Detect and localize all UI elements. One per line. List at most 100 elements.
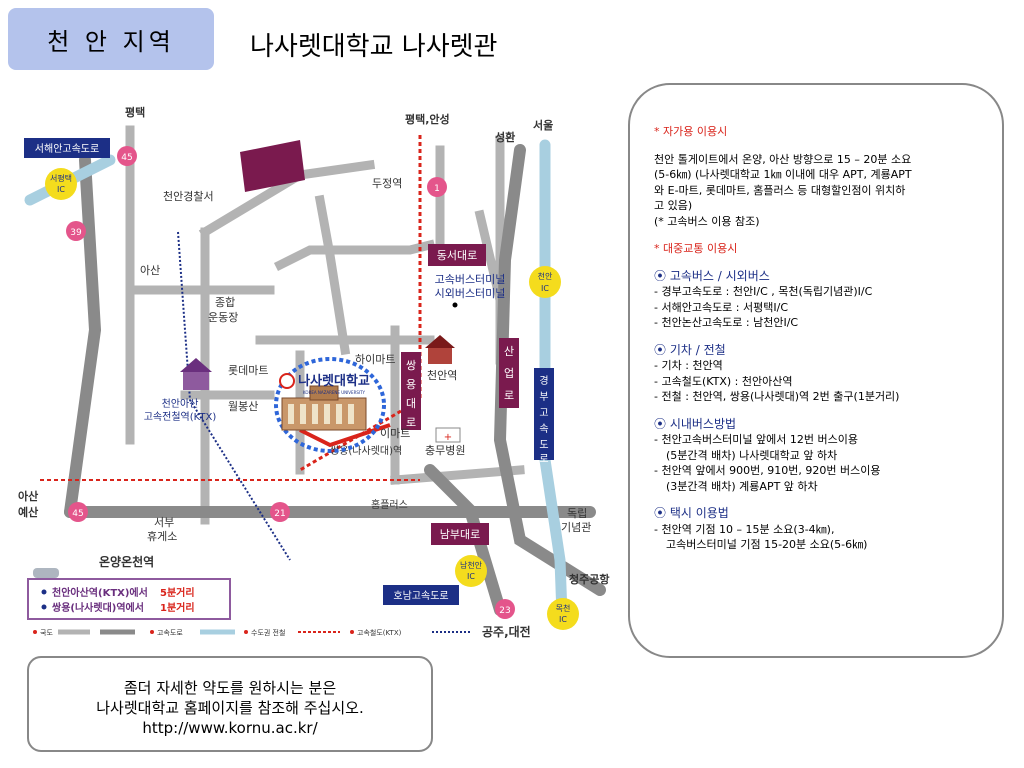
svg-text:대: 대 <box>406 397 416 410</box>
road-homeplus <box>390 465 525 485</box>
label-seobu-2: 휴게소 <box>147 530 177 543</box>
label-cheonan-station: 천안역 <box>427 368 457 382</box>
label-himart: 하이마트 <box>355 352 395 366</box>
svg-text:23: 23 <box>499 606 510 616</box>
svg-text:남천안: 남천안 <box>460 560 483 570</box>
maroon-landmark-block <box>240 140 305 192</box>
car-line: 고 있음) <box>654 199 693 212</box>
svg-text:동서대로: 동서대로 <box>437 249 477 262</box>
svg-text:서평택: 서평택 <box>50 173 72 183</box>
highway-national-23 <box>424 464 506 616</box>
svg-text:45: 45 <box>121 153 132 163</box>
road-dongseo-west <box>273 239 436 272</box>
label-dongnip-1: 독립 <box>567 507 587 520</box>
svg-text:21: 21 <box>274 509 285 519</box>
highway-national-1 <box>493 144 606 596</box>
citybus-line: - 천안고속버스터미널 앞에서 12번 버스이용 <box>654 433 858 446</box>
svg-text:남부대로: 남부대로 <box>440 528 480 541</box>
label-seonghwan: 성환 <box>495 130 515 144</box>
svg-text:국도: 국도 <box>40 629 53 637</box>
note-line-2: 나사렛대학교 홈페이지를 참조해 주십시오. <box>96 699 364 717</box>
legend-line2-time: 1분거리 <box>160 601 195 614</box>
bus-line: - 경부고속도로 : 천안I/C , 목천(독립기념관)I/C <box>654 285 873 298</box>
taxi-line: - 천안역 기점 10 – 15분 소요(3-4㎞), <box>654 522 835 536</box>
travel-time-legend-box <box>27 578 231 620</box>
terminal-label-2: 시외버스터미널 <box>435 287 506 300</box>
university-building-icon <box>281 385 367 431</box>
svg-text:경: 경 <box>539 374 548 387</box>
route-1-marker: 1 <box>427 177 447 197</box>
label-police: 천안경찰서 <box>163 189 214 203</box>
svg-text:업: 업 <box>504 367 514 380</box>
train-section-title: ⦿ 기차 / 전철 <box>654 342 726 357</box>
svg-text:로: 로 <box>504 389 514 402</box>
university-name-label: 나사렛대학교 <box>298 373 370 389</box>
label-lottemart: 롯데마트 <box>228 364 268 377</box>
legend-train-icon <box>33 568 59 578</box>
svg-text:부: 부 <box>539 392 548 403</box>
label-ssangyong-station: 쌍용(나사렛대)역 <box>330 445 402 457</box>
gyeongbu-expressway-label: 경 부 고 속 도 로 <box>534 368 554 465</box>
svg-text:쌍: 쌍 <box>406 359 416 372</box>
sanup-road-label: 산 업 로 <box>499 338 519 408</box>
label-seobu-1: 서부 <box>154 516 174 529</box>
svg-text:로: 로 <box>539 454 548 465</box>
homepage-link[interactable]: http://www.kornu.ac.kr/ <box>142 719 318 737</box>
page-title: 나사렛대학교 나사렛관 <box>250 32 498 62</box>
route-39-marker: 39 <box>66 221 86 241</box>
svg-text:용: 용 <box>406 378 416 391</box>
citybus-section-title: ⦿ 시내버스방법 <box>654 416 737 431</box>
route-45-marker: 45 <box>117 146 137 166</box>
ktx-station-icon <box>180 358 212 390</box>
label-yesan: 예산 <box>18 505 38 519</box>
route-23-marker: 23 <box>495 599 515 619</box>
citybus-line: (3분간격 배차) 계룡APT 앞 하차 <box>666 479 818 493</box>
legend-line2-station: 쌍용(나사렛대)역에서 <box>52 601 144 614</box>
car-line: 와 E-마트, 롯데마트, 홈플러스 등 대형할인점이 위치하 <box>654 183 906 197</box>
honam-expressway-label: 호남고속도로 <box>383 585 459 605</box>
taxi-line: 고속버스터미널 기점 15-20분 소요(5-6㎞) <box>666 538 868 551</box>
svg-text:고: 고 <box>539 408 548 419</box>
highway-national-39 <box>64 154 102 518</box>
ktx-line <box>177 231 291 561</box>
public-section-title: * 대중교통 이용시 <box>654 242 738 255</box>
nambu-road-label: 남부대로 <box>431 523 489 545</box>
hospital-icon: + <box>435 427 461 443</box>
dongseo-road-label: 동서대로 <box>428 244 486 266</box>
gyeongbu-expressway-line <box>539 139 568 621</box>
car-line: (* 고속버스 이용 참조) <box>654 214 760 228</box>
directions-panel <box>628 83 1004 658</box>
legend-line1-time: 5분거리 <box>160 586 195 599</box>
campus-highlight-ring <box>274 357 386 453</box>
svg-text:천안: 천안 <box>538 271 553 281</box>
ktx-label-1: 천안아산 <box>162 398 199 410</box>
label-pyeongtaek: 평택 <box>125 105 145 119</box>
svg-text:수도권 전철: 수도권 전철 <box>251 628 285 637</box>
label-asan-top: 아산 <box>140 264 160 277</box>
car-line: 천안 톨게이트에서 온양, 아산 방향으로 15 – 20분 소요 <box>654 152 912 166</box>
svg-text:IC: IC <box>559 615 567 624</box>
citybus-line: - 천안역 앞에서 900번, 910번, 920번 버스이용 <box>654 464 881 477</box>
label-gongju: 공주,대전 <box>482 624 531 639</box>
car-line: (5-6㎞) (나사렛대학교 1㎞ 이내에 대우 APT, 계룡APT <box>654 168 912 181</box>
svg-text:IC: IC <box>467 572 475 581</box>
citybus-line: (5분간격 배차) 나사렛대학교 앞 하차 <box>666 448 838 462</box>
label-dongnip-2: 기념관 <box>561 521 591 534</box>
svg-text:로: 로 <box>406 416 416 429</box>
university-name-en: KOREA NAZARENE UNIVERSITY <box>303 390 365 395</box>
train-line: - 고속철도(KTX) : 천안아산역 <box>654 374 793 388</box>
region-tab: 천 안 지역 <box>8 8 214 70</box>
ssangyong-road-label: 쌍 용 대 로 <box>401 352 421 430</box>
road-center <box>314 194 351 356</box>
taxi-section-title: ⦿ 택시 이용법 <box>654 506 729 520</box>
svg-text:속: 속 <box>539 423 548 435</box>
label-onyang: 온양온천역 <box>99 554 154 569</box>
train-line: - 기차 : 천안역 <box>654 359 723 372</box>
svg-text:산: 산 <box>504 345 514 358</box>
label-emart: 이마트 <box>380 427 410 440</box>
seohaean-expressway-label: 서해안고속도로 <box>24 138 110 158</box>
